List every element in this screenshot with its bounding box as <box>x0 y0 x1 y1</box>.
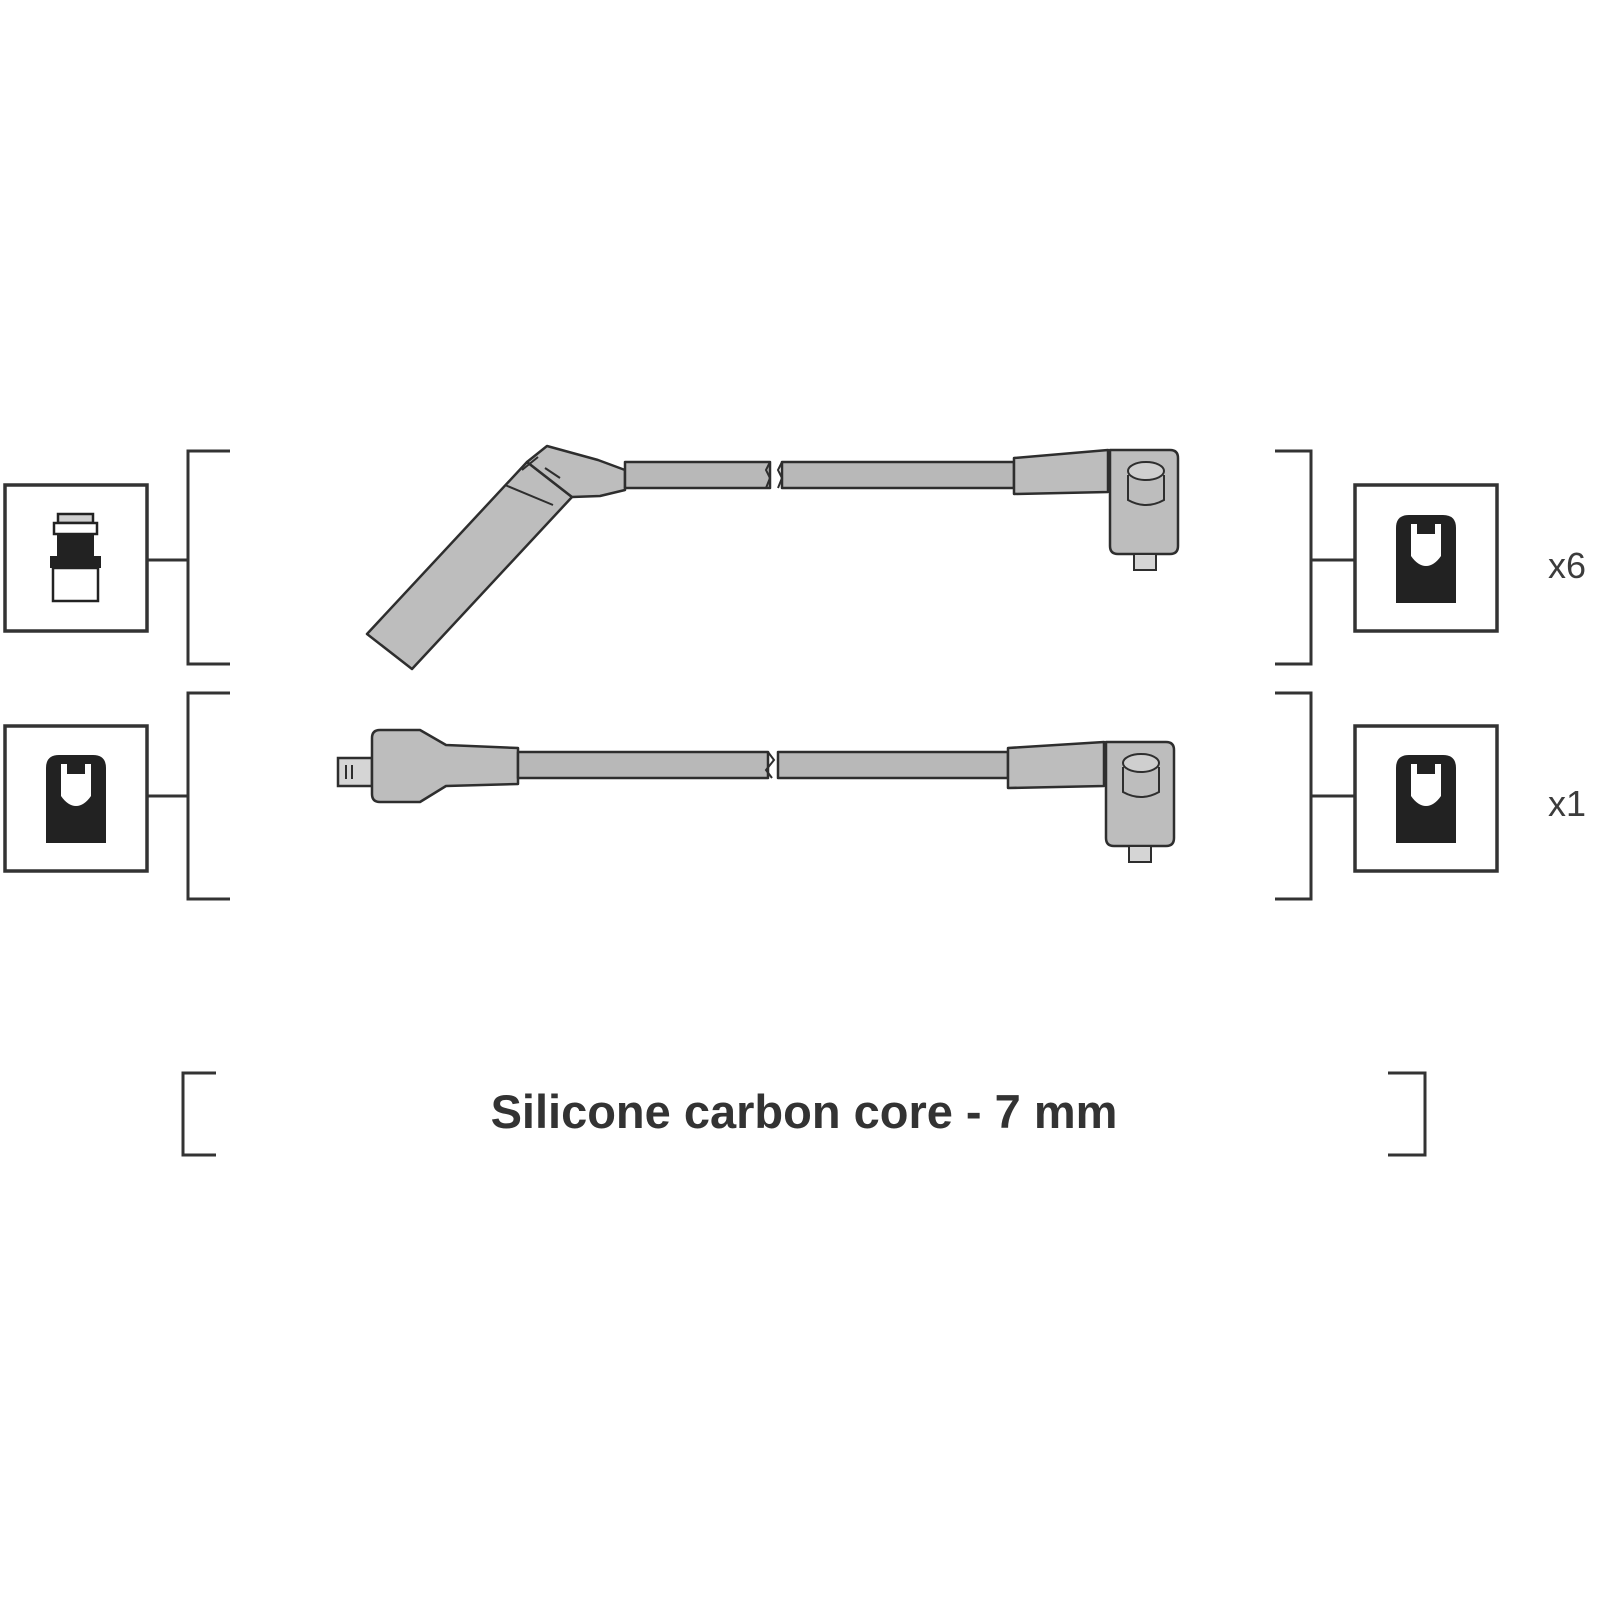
row-1: x6 <box>3 444 1586 671</box>
distributor-terminal-icon <box>1396 515 1456 603</box>
spec-section: Silicone carbon core - 7 mm <box>181 1071 1427 1157</box>
row-2: x1 <box>3 691 1586 901</box>
ignition-cable-2 <box>336 728 1176 863</box>
spark-plug-terminal-icon <box>50 512 101 603</box>
left-terminal-box-row-2 <box>3 724 149 873</box>
quantity-label-row-2: x1 <box>1548 783 1586 824</box>
spec-label: Silicone carbon core - 7 mm <box>491 1085 1118 1138</box>
ignition-cable-1 <box>365 444 1180 671</box>
quantity-label-row-1: x6 <box>1548 545 1586 586</box>
right-terminal-box-row-2 <box>1353 724 1499 873</box>
right-terminal-box-row-1 <box>1353 483 1499 633</box>
coil-terminal-icon <box>46 755 106 843</box>
left-terminal-box-row-1 <box>3 483 149 633</box>
distributor-terminal-icon <box>1396 755 1456 843</box>
